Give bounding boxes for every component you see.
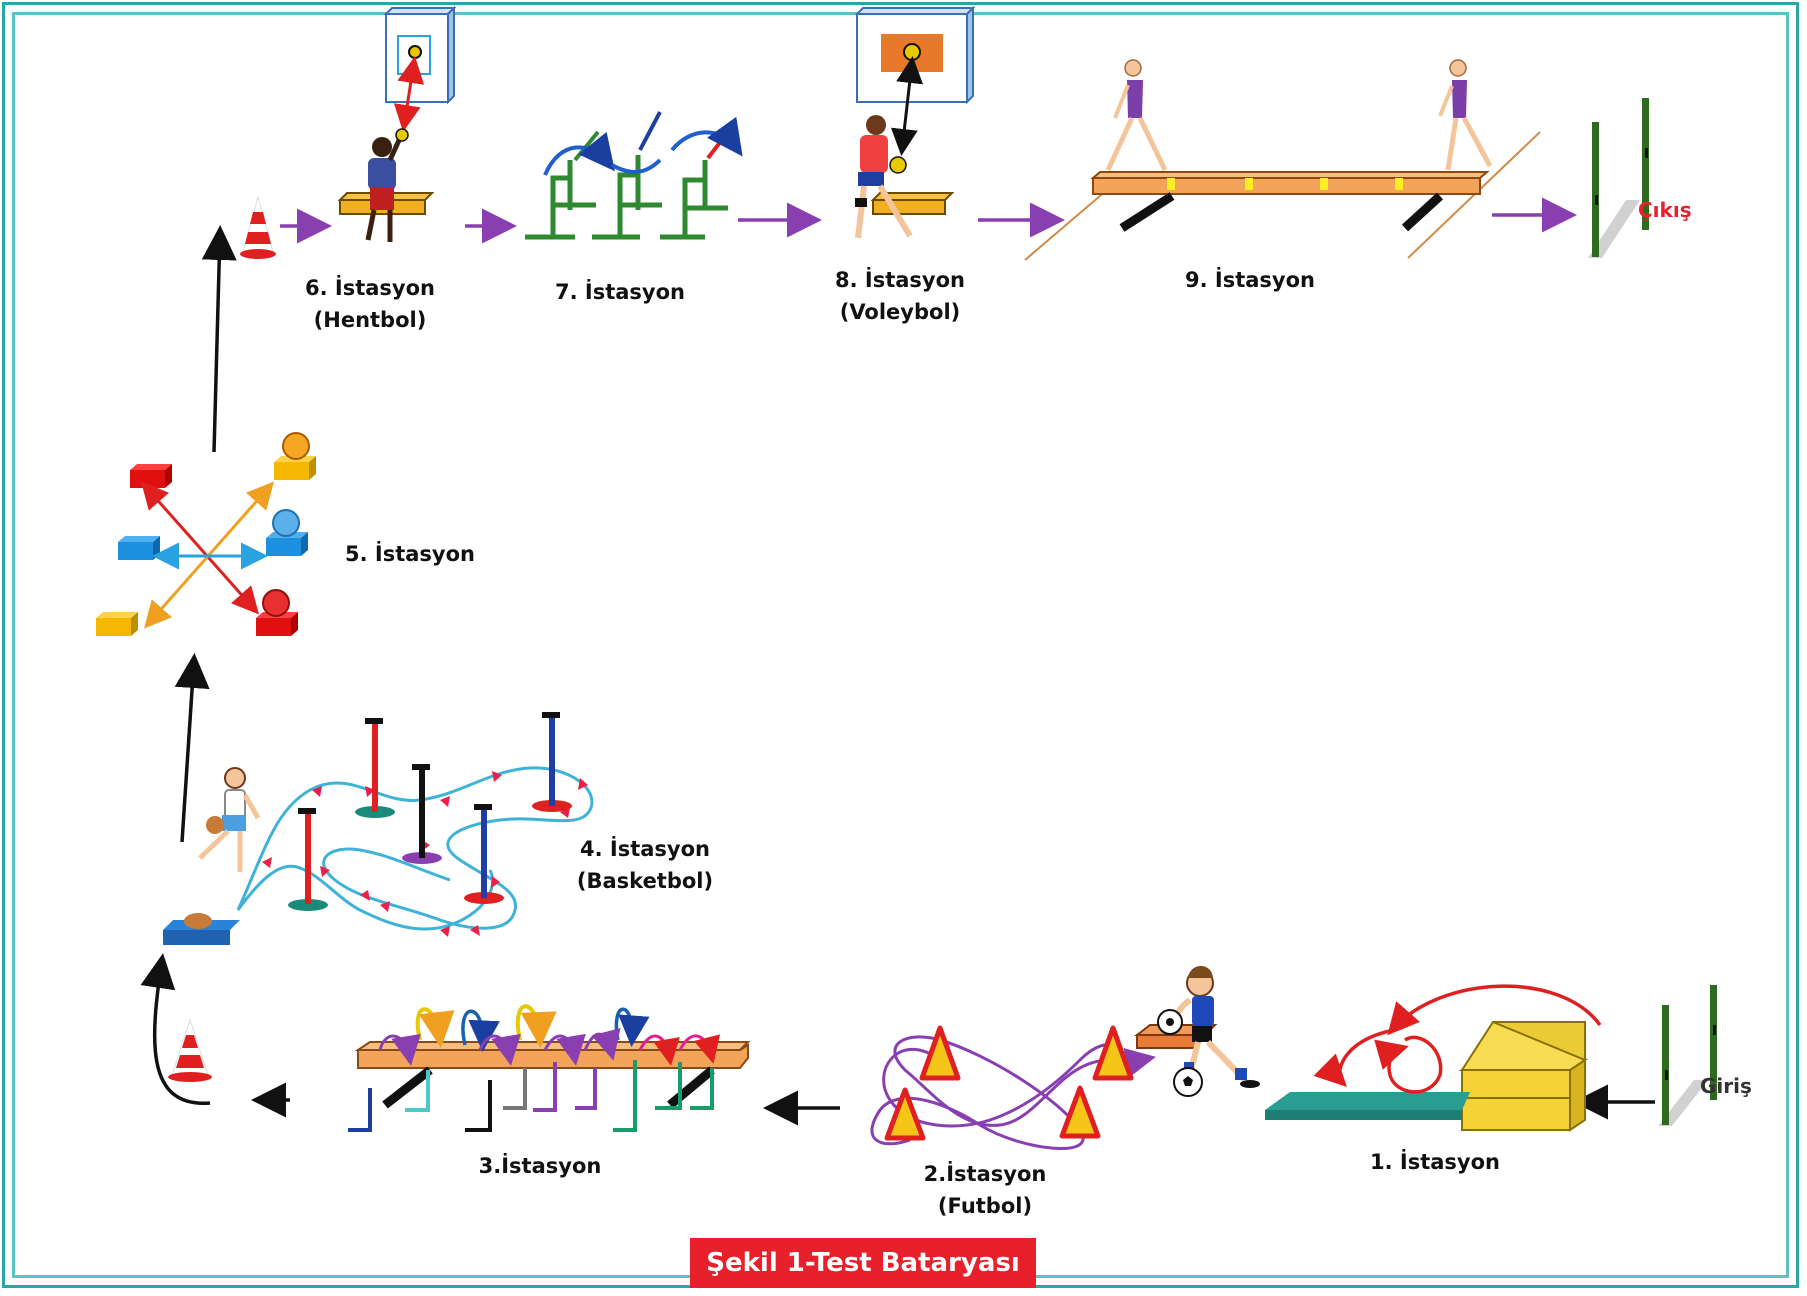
cone-icon	[168, 1018, 212, 1082]
forward-roll-arrow	[1374, 1035, 1443, 1094]
balance-bench-icon	[354, 1041, 751, 1109]
mat-icon	[1265, 1092, 1470, 1120]
station-5-label: 5. İstasyon	[330, 538, 490, 570]
entry-label: Giriş	[1700, 1074, 1752, 1098]
basketball-player-icon	[198, 767, 261, 872]
station-1-label: 1. İstasyon	[1350, 1146, 1520, 1178]
station-7-label: 7. İstasyon	[540, 276, 700, 308]
diagonal-arrow-red	[141, 481, 259, 615]
slalom-pole-icon	[288, 712, 572, 911]
direction-markers	[262, 771, 588, 937]
wall-target-icon	[383, 5, 457, 105]
exit-gate-icon	[1588, 98, 1649, 258]
volleyball-player-icon	[855, 115, 913, 239]
throw-arrow	[393, 56, 425, 132]
station-4-sport: (Basketbol)	[576, 869, 714, 893]
arrow-5-to-6	[201, 225, 237, 453]
hurdle-icon	[525, 111, 730, 240]
station-3-label: 3.İstasyon	[455, 1150, 625, 1182]
wall-target-icon	[854, 5, 976, 105]
vault-box-icon	[1458, 1021, 1589, 1132]
station-3-name: 3.İstasyon	[478, 1154, 602, 1178]
cone-icon	[884, 1025, 1134, 1141]
soccer-ball-icon	[1157, 1009, 1203, 1097]
vault-jump-arrow	[1387, 984, 1602, 1036]
turn-arrow	[140, 953, 211, 1105]
roll-arrow	[1313, 1028, 1396, 1087]
dribble-path	[236, 766, 594, 931]
station-6-sport: (Hentbol)	[313, 308, 427, 332]
station-8-label: 8. İstasyon (Voleybol)	[820, 264, 980, 328]
exit-label: Çıkış	[1638, 198, 1692, 222]
station-9-name: 9. İstasyon	[1185, 268, 1315, 292]
station-6-name: 6. İstasyon	[305, 276, 435, 300]
gymnast-icon	[1105, 59, 1493, 172]
step-arrows	[378, 1004, 720, 1066]
arrow-4-to-5	[174, 653, 210, 843]
cone-icon	[240, 195, 276, 259]
station-1-name: 1. İstasyon	[1370, 1150, 1500, 1174]
station-9-label: 9. İstasyon	[1170, 264, 1330, 296]
station-5-name: 5. İstasyon	[345, 542, 475, 566]
station-8-name: 8. İstasyon	[835, 268, 965, 292]
station-2-sport: (Futbol)	[937, 1194, 1033, 1218]
hurdle-icon	[348, 1060, 714, 1132]
station-4-name: 4. İstasyon	[580, 837, 710, 861]
station-6-label: 6. İstasyon (Hentbol)	[290, 272, 450, 336]
jump-arrows	[543, 116, 743, 176]
box-icon	[163, 913, 240, 945]
station-2-name: 2.İstasyon	[923, 1162, 1047, 1186]
station-7-name: 7. İstasyon	[555, 280, 685, 304]
balance-beam-icon	[1024, 131, 1541, 261]
entry-gate-icon	[1658, 985, 1717, 1126]
figure-caption: Şekil 1-Test Bataryası	[690, 1238, 1036, 1288]
station-8-sport: (Voleybol)	[839, 300, 961, 324]
station-2-label: 2.İstasyon (Futbol)	[900, 1158, 1070, 1222]
station-4-label: 4. İstasyon (Basketbol)	[565, 833, 725, 897]
handball-player-icon	[365, 128, 409, 242]
pass-arrow	[890, 56, 924, 156]
